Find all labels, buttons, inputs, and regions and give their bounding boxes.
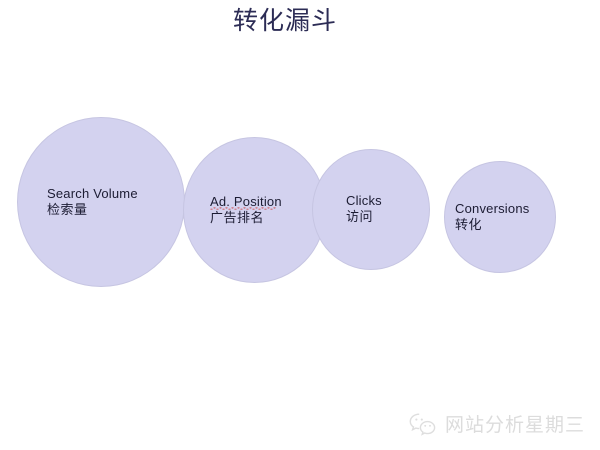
wechat-icon bbox=[408, 412, 438, 438]
funnel-stage-ad-position[interactable]: Ad. Position 广告排名 bbox=[183, 137, 326, 283]
watermark-text: 网站分析星期三 bbox=[445, 414, 586, 436]
funnel-stage-labels: Search Volume 检索量 bbox=[47, 185, 138, 220]
funnel-stage-search-volume[interactable]: Search Volume 检索量 bbox=[17, 117, 185, 287]
funnel-stage-label-en: Search Volume bbox=[47, 185, 138, 201]
page-title: 转化漏斗 bbox=[232, 6, 337, 35]
funnel-stage-label-en: Conversions bbox=[455, 200, 530, 216]
funnel-stage-label-zh: 转化 bbox=[455, 217, 483, 233]
funnel-stage-clicks[interactable]: Clicks 访问 bbox=[312, 149, 430, 270]
funnel-stage-label-zh: 广告排名 bbox=[210, 210, 265, 226]
funnel-stage-label-zh: 检索量 bbox=[47, 202, 88, 218]
funnel-stage-label-zh: 访问 bbox=[346, 210, 374, 225]
funnel-stage-labels: Clicks 访问 bbox=[346, 192, 382, 227]
funnel-stage-labels: Ad. Position 广告排名 bbox=[210, 193, 282, 228]
funnel-stage-conversions[interactable]: Conversions 转化 bbox=[444, 161, 556, 273]
watermark: 网站分析星期三 bbox=[408, 406, 588, 444]
funnel-stage-label-en: Ad. Position bbox=[210, 193, 282, 210]
funnel-stage-label-en: Clicks bbox=[346, 193, 382, 208]
funnel-stage-labels: Conversions 转化 bbox=[455, 200, 529, 235]
